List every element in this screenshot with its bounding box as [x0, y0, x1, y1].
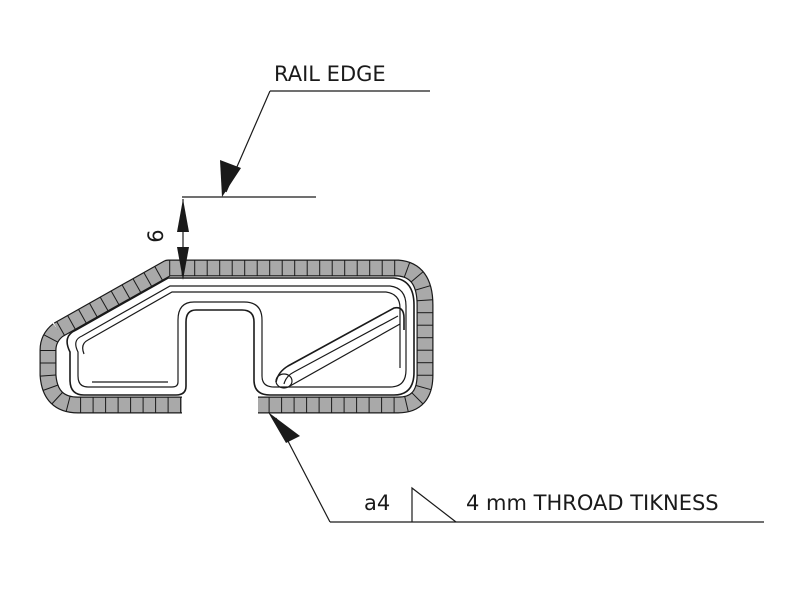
- weld-bead-segment: [143, 272, 153, 287]
- weld-bead-segment: [121, 284, 131, 299]
- fillet-weld-symbol-icon: [411, 486, 457, 523]
- weld-leader-line: [275, 417, 331, 523]
- rail-diagonal-web-inner-2: [289, 323, 401, 387]
- weld-bead-segments: [40, 260, 433, 413]
- rail-profile: [66, 277, 415, 396]
- rail-edge-callout: RAIL EDGE 6: [144, 62, 430, 280]
- weld-note-label: 4 mm THROAD TIKNESS: [466, 491, 719, 515]
- rail-profile-inner-line-2: [82, 291, 401, 368]
- rail-profile-outer: [66, 277, 415, 396]
- dimension-value: 6: [144, 229, 168, 242]
- weld-bead-segment: [415, 285, 431, 291]
- weld-bead-segment: [43, 384, 58, 391]
- weld-bead-segment: [415, 385, 432, 391]
- dimension-arrow-top: [177, 199, 189, 232]
- rail-diagonal-web-root: [275, 373, 293, 389]
- weld-bead-segment: [40, 374, 56, 377]
- weld-bead-segment: [403, 262, 411, 278]
- weld-bead-segment: [89, 303, 98, 318]
- weld-bead-segment: [411, 392, 424, 405]
- weld-bead-segment: [110, 290, 120, 305]
- weld-bead-segment: [417, 299, 433, 302]
- weld-bead-segment: [410, 271, 424, 283]
- weld-bead-segment: [43, 334, 58, 343]
- weld-bead-fill: [40, 260, 433, 413]
- weld-bead-segment: [67, 315, 76, 330]
- weld-bead-band: [39, 259, 434, 414]
- weld-bead-segment: [78, 309, 87, 324]
- weld-bead-segment: [132, 278, 142, 293]
- weld-bead-segment: [56, 321, 65, 336]
- weld-bead-segment: [51, 392, 63, 405]
- weld-bead-segment: [404, 396, 409, 412]
- weld-bead-segment: [65, 396, 71, 412]
- weld-size-label: a4: [364, 491, 390, 515]
- rail-edge-arrowhead: [220, 160, 241, 197]
- weld-leader-arrowhead: [268, 412, 300, 443]
- weld-symbol-callout: a4 4 mm THROAD TIKNESS: [268, 412, 764, 523]
- weld-bead-segment: [99, 296, 109, 312]
- rail-profile-inner: [75, 285, 407, 388]
- rail-diagonal-web-inner: [283, 315, 399, 385]
- weld-bead: [39, 259, 434, 414]
- rail-edge-label: RAIL EDGE: [274, 62, 386, 86]
- dimension-arrow-bottom: [177, 247, 189, 280]
- weld-bead-segment: [154, 266, 163, 281]
